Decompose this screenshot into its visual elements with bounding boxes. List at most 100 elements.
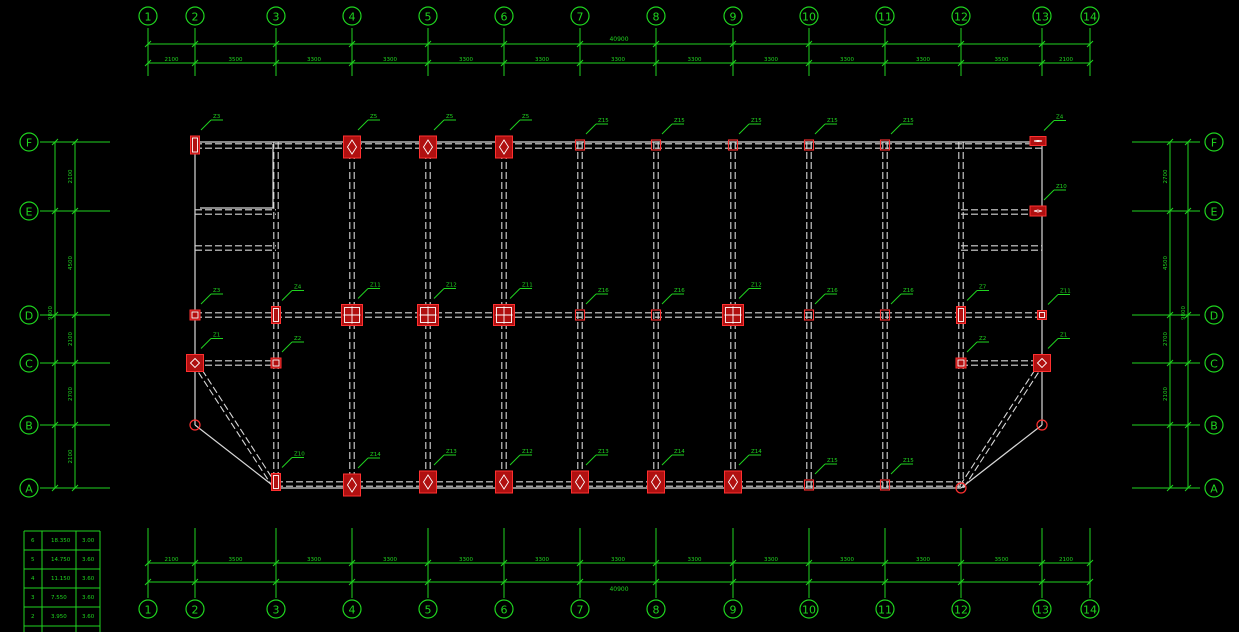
axis-bubble-13: 13 [1032, 6, 1052, 26]
column-z4 [271, 306, 281, 324]
axis-bubble-8: 8 [646, 6, 666, 26]
column-tag: Z2 [281, 336, 304, 353]
dim-tick [500, 59, 508, 67]
column-tag: Z15 [814, 118, 838, 135]
column-tag: Z11 [1047, 289, 1071, 305]
svg-text:8: 8 [653, 604, 660, 617]
svg-text:Z15: Z15 [903, 118, 914, 124]
column-z10 [271, 473, 281, 491]
bay-dim-text: 2100 [165, 557, 179, 563]
axis-bubble-4: 4 [342, 599, 362, 619]
dim-tick [652, 578, 660, 586]
column-tag: Z2 [966, 336, 989, 353]
svg-text:4: 4 [349, 604, 356, 617]
svg-text:D: D [1210, 310, 1218, 323]
dim-tick [881, 578, 889, 586]
column-tag: Z12 [433, 283, 457, 299]
bay-dim-text: 3300 [383, 57, 397, 63]
svg-text:12: 12 [954, 11, 968, 24]
column-tag: Z15 [738, 118, 762, 135]
svg-text:2: 2 [192, 604, 199, 617]
dim-tick [805, 559, 813, 567]
svg-text:Z15: Z15 [903, 458, 914, 464]
svg-text:Z14: Z14 [370, 452, 381, 458]
column-z12 [495, 470, 513, 494]
column-z15 [574, 139, 586, 151]
column-tag: Z16 [661, 288, 685, 305]
column-tag: Z1 [1047, 333, 1070, 349]
side-dim-text: 2700 [1163, 332, 1169, 346]
dim-tick [1166, 421, 1174, 429]
svg-text:14: 14 [1083, 604, 1097, 617]
table-floor: 3 [31, 595, 35, 601]
svg-text:Z15: Z15 [751, 118, 762, 124]
svg-text:C: C [1210, 358, 1218, 371]
column-z3 [189, 309, 201, 321]
svg-text:Z7: Z7 [979, 285, 987, 291]
column-tag: Z15 [661, 118, 685, 135]
axis-bubble-1: 1 [138, 6, 158, 26]
dim-tick [51, 421, 59, 429]
bay-dim-text: 3300 [307, 557, 321, 563]
axis-bubble-2: 2 [185, 599, 205, 619]
column-tag: Z5 [433, 114, 456, 131]
column-z15 [803, 139, 815, 151]
side-dim-text: 2100 [68, 332, 74, 346]
axis-bubble-D: D [19, 305, 39, 325]
dim-tick [1086, 559, 1094, 567]
bay-dim-text: 3300 [459, 557, 473, 563]
svg-text:C: C [25, 358, 33, 371]
svg-text:Z3: Z3 [213, 114, 221, 120]
svg-text:Z2: Z2 [979, 336, 986, 342]
dim-tick [348, 59, 356, 67]
svg-text:11: 11 [878, 11, 892, 24]
bay-dim-text: 3300 [611, 557, 625, 563]
column-tag: Z14 [738, 449, 762, 466]
dim-tick [1166, 138, 1174, 146]
bay-dim-text: 3300 [307, 57, 321, 63]
column-tag: Z16 [585, 288, 609, 305]
side-dim-text: 4500 [68, 256, 74, 270]
svg-text:13: 13 [1035, 604, 1049, 617]
dim-tick [424, 40, 432, 48]
column-z5 [343, 135, 361, 159]
dim-tick [71, 138, 79, 146]
svg-text:Z1: Z1 [213, 333, 220, 339]
svg-text:2: 2 [192, 11, 199, 24]
svg-text:Z12: Z12 [751, 283, 762, 289]
dim-tick [51, 484, 59, 492]
dim-tick [652, 559, 660, 567]
bay-dim-text: 3300 [764, 57, 778, 63]
svg-text:Z15: Z15 [827, 458, 838, 464]
axis-bubble-10: 10 [799, 6, 819, 26]
diag-beam-inner-right [958, 361, 1041, 488]
column-tag: Z15 [890, 458, 914, 475]
axis-bubble-9: 9 [723, 599, 743, 619]
column-tag: Z15 [814, 458, 838, 475]
dim-tick [191, 40, 199, 48]
column-tag: Z5 [357, 114, 380, 131]
dim-tick [1166, 359, 1174, 367]
svg-text:Z16: Z16 [598, 288, 609, 294]
column-tag: Z12 [738, 283, 762, 299]
bay-dim-text: 3300 [535, 557, 549, 563]
dim-tick [957, 40, 965, 48]
table-elev: 3.950 [51, 614, 67, 620]
svg-text:E: E [26, 206, 33, 219]
dim-tick [191, 578, 199, 586]
dim-tick [1184, 359, 1192, 367]
bay-dim-text: 3300 [688, 57, 702, 63]
bay-dim-text: 3300 [611, 57, 625, 63]
diag-beam-right [960, 424, 1043, 489]
svg-text:3: 3 [273, 11, 280, 24]
dim-tick [348, 559, 356, 567]
dim-tick [272, 578, 280, 586]
column-z7 [956, 306, 966, 324]
dim-tick [1038, 559, 1046, 567]
svg-text:12: 12 [954, 604, 968, 617]
column-z11 [341, 304, 363, 326]
column-tag: Z3 [200, 114, 223, 131]
dim-tick [1086, 59, 1094, 67]
axis-bubble-5: 5 [418, 599, 438, 619]
